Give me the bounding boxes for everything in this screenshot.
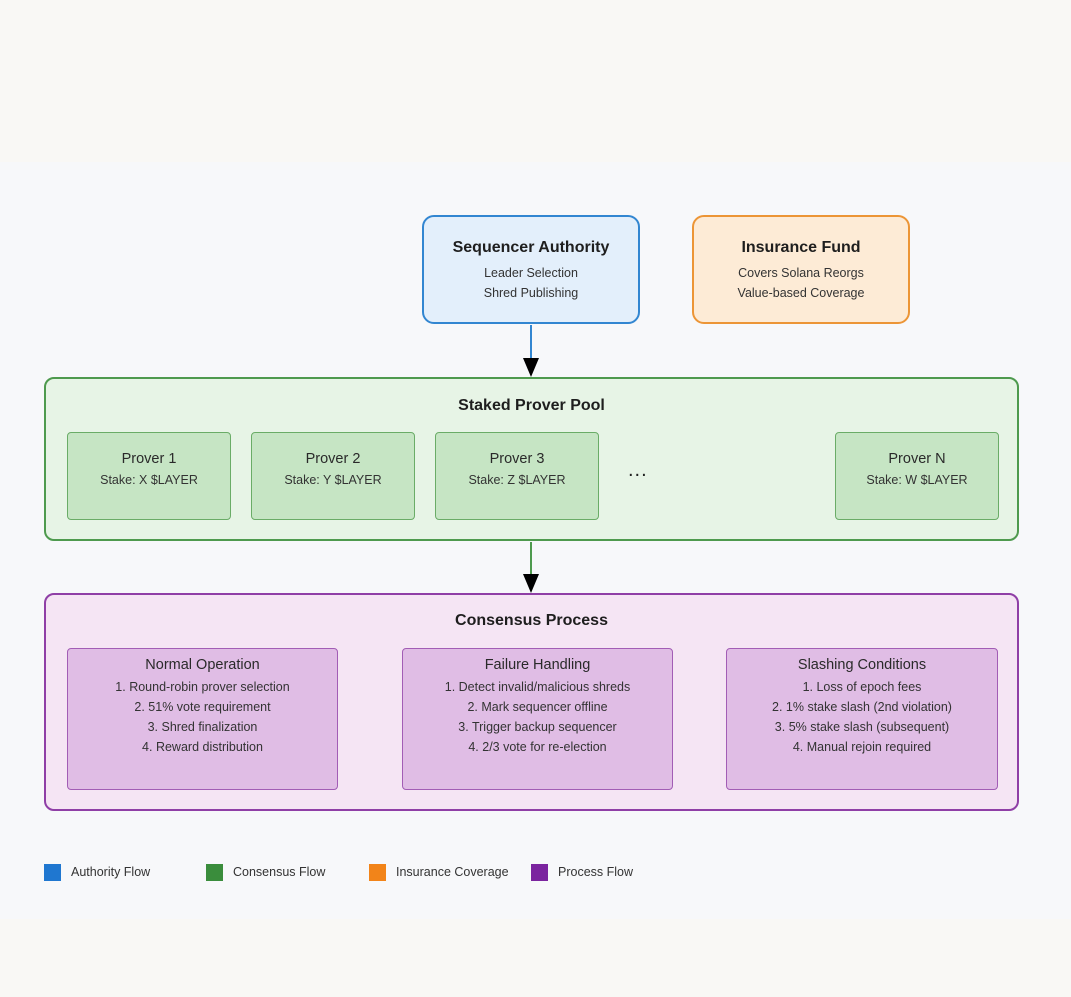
- prover-pool-title: Staked Prover Pool: [458, 397, 605, 414]
- panel-line: 2. Mark sequencer offline: [467, 700, 608, 714]
- panel-line: 2. 51% vote requirement: [134, 700, 271, 714]
- prover-card: Prover 3 Stake: Z $LAYER: [435, 432, 599, 520]
- consensus-process: Consensus Process Normal Operation 1. Ro…: [44, 593, 1019, 811]
- panel-line: 4. Reward distribution: [142, 740, 263, 754]
- prover-card: Prover 2 Stake: Y $LAYER: [251, 432, 415, 520]
- legend-label: Process Flow: [558, 865, 634, 879]
- legend-swatch: [206, 864, 223, 881]
- panel-line: 3. Shred finalization: [147, 720, 258, 734]
- insurance-fund-title: Insurance Fund: [741, 239, 861, 256]
- prover-name: Prover 2: [305, 451, 361, 467]
- normal-operation-panel: Normal Operation 1. Round-robin prover s…: [67, 648, 338, 790]
- prover-card: Prover N Stake: W $LAYER: [835, 432, 999, 520]
- prover-stake: Stake: Z $LAYER: [468, 473, 566, 487]
- legend-label: Consensus Flow: [233, 865, 326, 879]
- prover-stake: Stake: X $LAYER: [100, 473, 198, 487]
- legend-label: Authority Flow: [71, 865, 151, 879]
- panel-line: 1. Loss of epoch fees: [802, 680, 922, 694]
- insurance-line: Covers Solana Reorgs: [738, 266, 864, 280]
- consensus-process-title: Consensus Process: [455, 612, 608, 629]
- panel-title: Failure Handling: [484, 657, 591, 673]
- panel-line: 4. Manual rejoin required: [792, 740, 932, 754]
- staked-prover-pool: Staked Prover Pool Prover 1 Stake: X $LA…: [44, 377, 1019, 541]
- more-provers-ellipsis: ...: [628, 459, 648, 481]
- panel-line: 3. Trigger backup sequencer: [458, 720, 617, 734]
- insurance-fund-box: Insurance Fund Covers Solana Reorgs Valu…: [692, 215, 910, 324]
- prover-card: Prover 1 Stake: X $LAYER: [67, 432, 231, 520]
- prover-stake: Stake: W $LAYER: [866, 473, 968, 487]
- panel-line: 2. 1% stake slash (2nd violation): [772, 700, 952, 714]
- prover-name: Prover 1: [121, 451, 177, 467]
- panel-line: 3. 5% stake slash (subsequent): [774, 720, 950, 734]
- slashing-conditions-panel: Slashing Conditions 1. Loss of epoch fee…: [726, 648, 998, 790]
- panel-line: 1. Round-robin prover selection: [115, 680, 290, 694]
- panel-title: Slashing Conditions: [797, 657, 927, 673]
- authority-line: Shred Publishing: [483, 286, 579, 300]
- prover-stake: Stake: Y $LAYER: [284, 473, 382, 487]
- panel-line: 4. 2/3 vote for re-election: [468, 740, 607, 754]
- legend-label: Insurance Coverage: [396, 865, 509, 879]
- failure-handling-panel: Failure Handling 1. Detect invalid/malic…: [402, 648, 673, 790]
- panel-title: Normal Operation: [145, 657, 260, 673]
- sequencer-authority-title: Sequencer Authority: [452, 239, 610, 256]
- legend-swatch: [44, 864, 61, 881]
- legend-swatch: [369, 864, 386, 881]
- insurance-line: Value-based Coverage: [737, 286, 865, 300]
- panel-line: 1. Detect invalid/malicious shreds: [444, 680, 631, 694]
- sequencer-authority-box: Sequencer Authority Leader Selection Shr…: [422, 215, 640, 324]
- prover-name: Prover 3: [489, 451, 545, 467]
- legend-swatch: [531, 864, 548, 881]
- authority-line: Leader Selection: [484, 266, 578, 280]
- prover-name: Prover N: [888, 451, 946, 467]
